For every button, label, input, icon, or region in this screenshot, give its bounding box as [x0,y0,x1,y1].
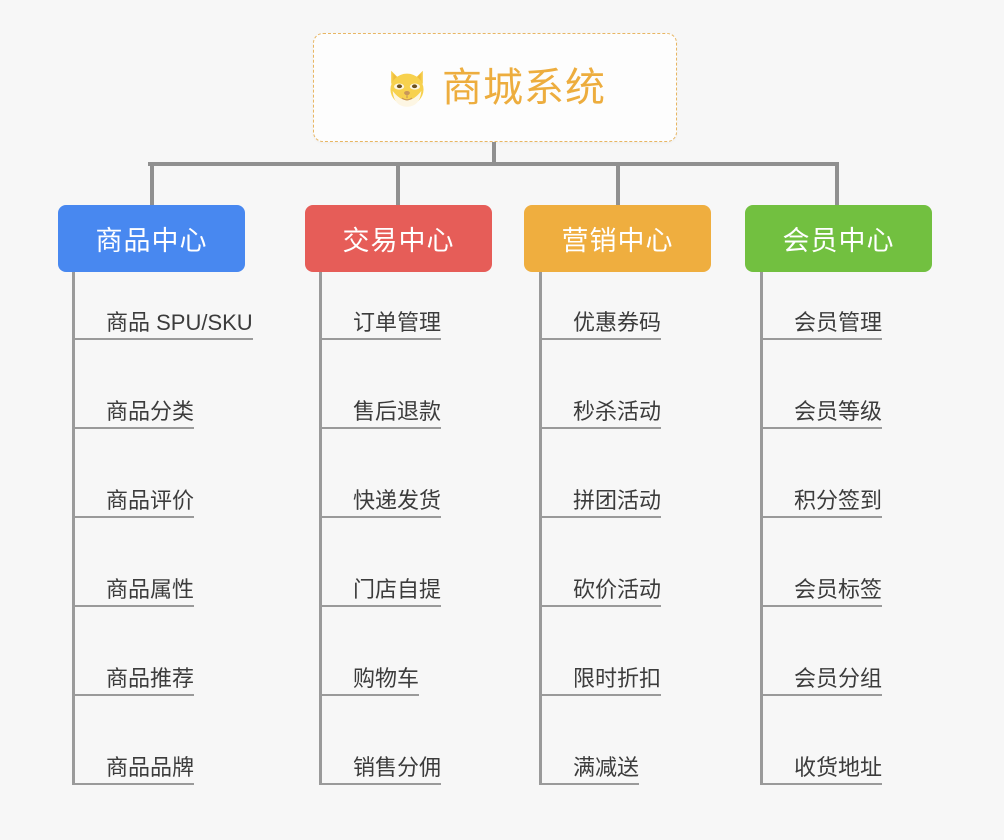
leaf-label: 积分签到 [794,487,883,513]
leaf-label: 砍价活动 [573,576,662,602]
branch-spine-1 [72,272,75,785]
leaf-label: 优惠券码 [573,309,662,335]
branch-connector-drop-2 [396,162,400,207]
branch-spine-2 [319,272,322,785]
leaf-item[interactable]: 售后退款 [319,383,442,429]
category-label-2: 交易中心 [342,226,455,256]
leaf-item[interactable]: 商品品牌 [72,739,195,785]
leaf-item[interactable]: 收货地址 [760,739,883,785]
leaf-item[interactable]: 砍价活动 [539,561,662,607]
leaf-label: 商品分类 [106,398,195,424]
leaf-item[interactable]: 商品推荐 [72,650,195,696]
leaf-label: 订单管理 [353,309,442,335]
branch-connector-drop-3 [616,162,620,207]
leaf-label: 售后退款 [353,398,442,424]
category-label-3: 营销中心 [561,226,674,256]
leaf-label: 购物车 [353,665,420,691]
category-label-1: 商品中心 [95,226,208,256]
leaf-item[interactable]: 订单管理 [319,294,442,340]
leaf-item[interactable]: 会员管理 [760,294,883,340]
leaf-item[interactable]: 积分签到 [760,472,883,518]
leaf-label: 会员标签 [794,576,883,602]
leaf-item[interactable]: 销售分佣 [319,739,442,785]
category-header-2[interactable]: 交易中心 [305,205,492,272]
leaf-label: 会员管理 [794,309,883,335]
leaf-label: 秒杀活动 [573,398,662,424]
branch-spine-3 [539,272,542,785]
shiba-dog-face-icon [390,70,424,107]
root-node[interactable]: 商城系统 [313,33,677,142]
category-header-3[interactable]: 营销中心 [524,205,711,272]
leaf-item[interactable]: 拼团活动 [539,472,662,518]
category-label-4: 会员中心 [782,226,895,256]
leaf-item[interactable]: 快递发货 [319,472,442,518]
leaf-item[interactable]: 商品 SPU/SKU [72,294,253,340]
root-title: 商城系统 [442,65,606,110]
leaf-label: 满减送 [573,754,640,780]
leaf-item[interactable]: 会员分组 [760,650,883,696]
category-header-4[interactable]: 会员中心 [745,205,932,272]
leaf-label: 商品评价 [106,487,195,513]
leaf-item[interactable]: 商品属性 [72,561,195,607]
branch-connector-drop-1 [150,162,154,207]
leaf-label: 限时折扣 [573,665,662,691]
leaf-item[interactable]: 秒杀活动 [539,383,662,429]
leaf-label: 会员分组 [794,665,883,691]
leaf-label: 销售分佣 [353,754,442,780]
leaf-item[interactable]: 商品评价 [72,472,195,518]
leaf-label: 快递发货 [353,487,442,513]
leaf-item[interactable]: 满减送 [539,739,640,785]
leaf-item[interactable]: 会员标签 [760,561,883,607]
leaf-label: 商品推荐 [106,665,195,691]
leaf-item[interactable]: 门店自提 [319,561,442,607]
leaf-label: 会员等级 [794,398,883,424]
leaf-label: 商品 SPU/SKU [106,309,253,335]
leaf-label: 拼团活动 [573,487,662,513]
leaf-item[interactable]: 商品分类 [72,383,195,429]
root-connector-stem [492,142,496,164]
branch-spine-4 [760,272,763,785]
leaf-label: 收货地址 [794,754,883,780]
leaf-label: 商品品牌 [106,754,195,780]
branch-connector-drop-4 [835,162,839,207]
leaf-label: 商品属性 [106,576,195,602]
leaf-item[interactable]: 购物车 [319,650,420,696]
category-header-1[interactable]: 商品中心 [58,205,245,272]
leaf-item[interactable]: 限时折扣 [539,650,662,696]
leaf-item[interactable]: 会员等级 [760,383,883,429]
leaf-label: 门店自提 [353,576,442,602]
leaf-item[interactable]: 优惠券码 [539,294,662,340]
root-connector-bus [148,162,838,166]
